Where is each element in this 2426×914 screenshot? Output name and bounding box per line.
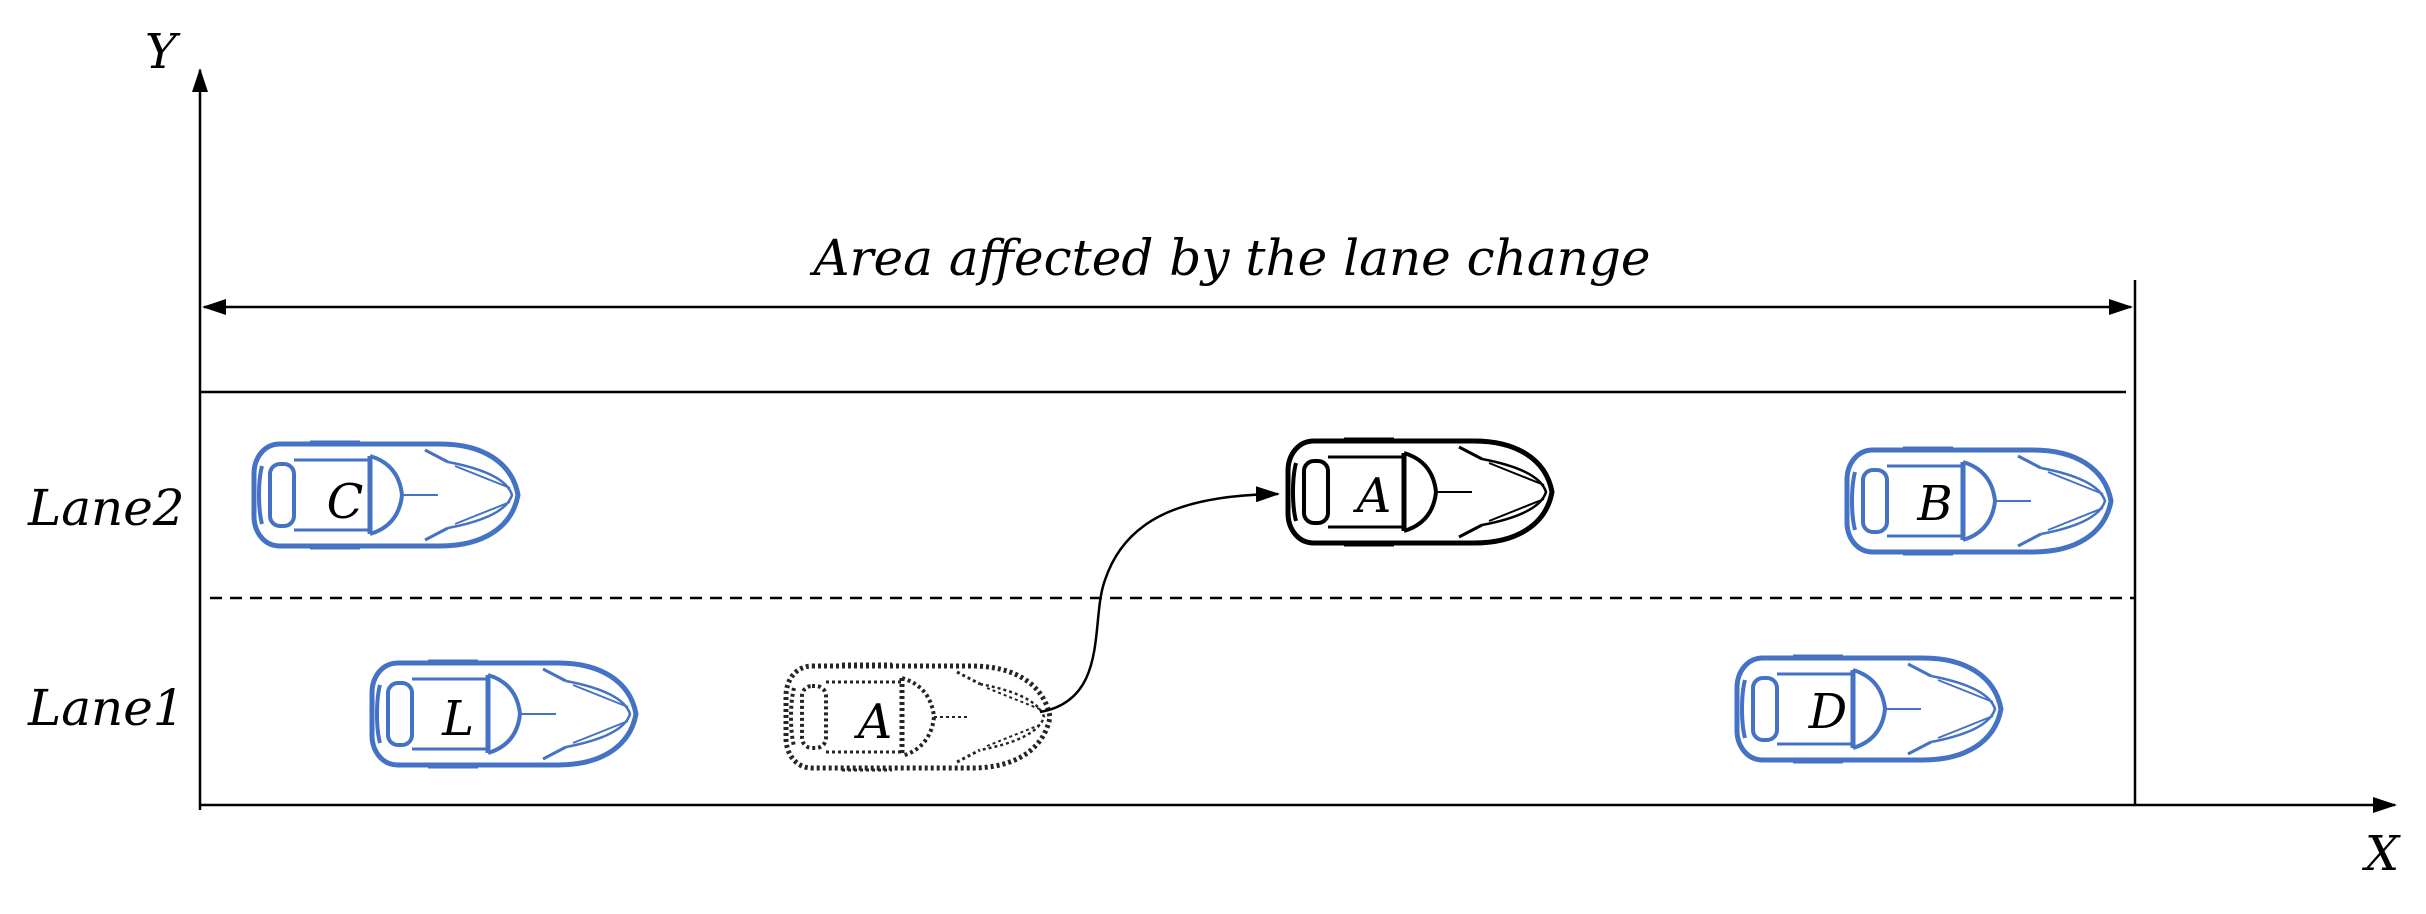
vehicle-c: C (254, 442, 518, 548)
vehicle-b: B (1847, 448, 2111, 554)
vehicle-a-origin: A (786, 664, 1050, 770)
lane1-label: Lane1 (27, 679, 185, 737)
affected-area-label: Area affected by the lane change (810, 229, 1651, 287)
lane-change-trajectory (1039, 486, 1280, 714)
vehicle-c-label: C (327, 474, 364, 530)
x-axis-label: X (2361, 826, 2401, 882)
vehicle-b-label: B (1916, 476, 1952, 532)
vehicle-d: D (1737, 656, 2001, 762)
vehicle-a-target: A (1288, 439, 1552, 545)
vehicle-l: L (372, 661, 636, 767)
vehicle-l-label: L (441, 691, 474, 747)
vehicle-a-origin-label: A (854, 694, 893, 750)
vehicle-a-target-label: A (1353, 468, 1392, 524)
y-axis-label: Y (145, 24, 181, 80)
vehicle-d-label: D (1808, 684, 1847, 740)
lane2-label: Lane2 (27, 479, 185, 537)
